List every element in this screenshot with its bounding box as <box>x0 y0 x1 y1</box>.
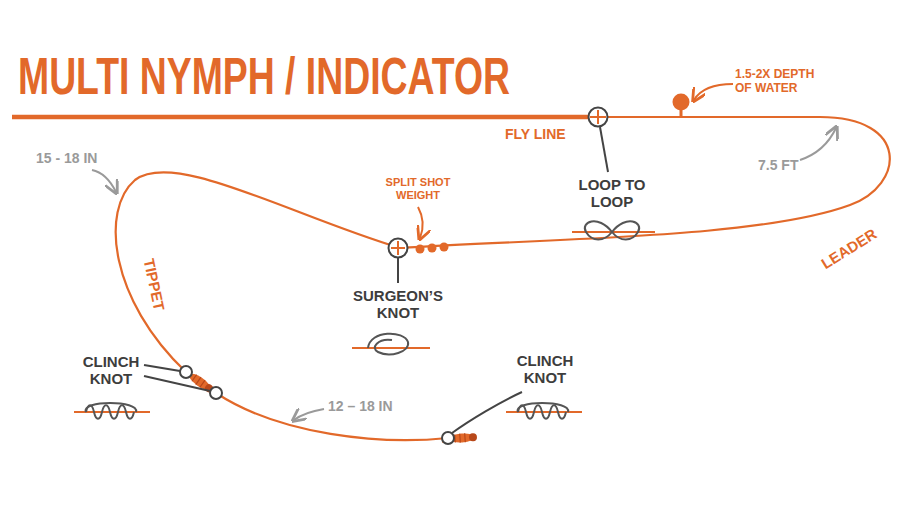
tippet-line <box>116 172 448 440</box>
strike-indicator <box>673 94 690 118</box>
label: 7.5 FT <box>758 157 798 173</box>
label: SPLIT SHOT WEIGHT <box>376 176 460 201</box>
point-fly <box>442 432 478 443</box>
label: CLINCH KNOT <box>512 352 578 387</box>
indicator-arrow <box>694 84 733 100</box>
loop-knot-marker <box>589 108 609 173</box>
loop-to-loop-icon <box>572 221 655 239</box>
dimension-arrow <box>800 128 836 160</box>
dimension-arrow <box>294 409 324 420</box>
clinch-knot-marker <box>144 365 222 399</box>
label: 15 - 18 IN <box>36 150 97 166</box>
clinch-knot-icon <box>506 403 582 419</box>
split-shot-arrow <box>418 207 423 238</box>
label: TIPPET <box>140 257 168 312</box>
clinch-knot-icon <box>74 403 150 419</box>
title: MULTI NYMPH / INDICATOR <box>18 50 510 102</box>
surgeons-knot-marker <box>389 239 408 284</box>
label: CLINCH KNOT <box>78 353 144 388</box>
leader-line <box>400 117 890 248</box>
clinch-knot-marker <box>442 392 522 444</box>
split-shot <box>416 243 449 254</box>
fly-line <box>12 115 600 120</box>
label: FLY LINE <box>505 126 566 142</box>
dimension-arrow <box>92 170 116 192</box>
surgeons-knot-icon <box>352 334 430 355</box>
label: 1.5-2X DEPTH OF WATER <box>735 68 827 96</box>
label: 12 – 18 IN <box>328 398 393 414</box>
label: LEADER <box>818 225 879 272</box>
label: LOOP TO LOOP <box>572 176 652 211</box>
label: SURGEON’S KNOT <box>350 287 446 322</box>
